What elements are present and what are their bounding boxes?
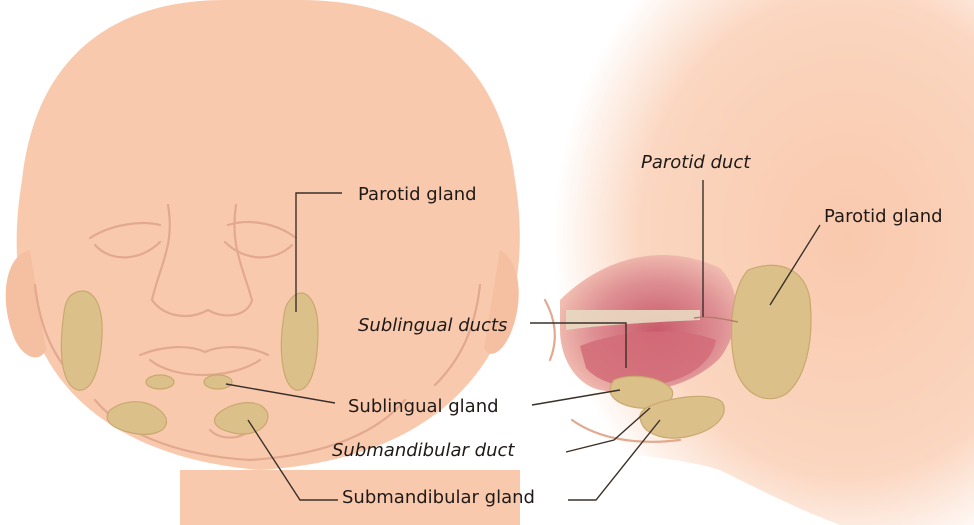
side-parotid-duct-label: Parotid duct bbox=[641, 152, 751, 173]
front-parotid-gland-label: Parotid gland bbox=[358, 184, 477, 205]
side-view-head bbox=[522, 0, 974, 525]
front-parotid-gland-right bbox=[281, 293, 318, 390]
side-parotid-gland-label: Parotid gland bbox=[824, 206, 943, 227]
front-sublingual-gland-label: Sublingual gland bbox=[348, 396, 499, 417]
front-sublingual-gland-left bbox=[146, 375, 174, 389]
side-submandibular-duct-label: Submandibular duct bbox=[332, 440, 515, 461]
side-sublingual-ducts-label: Sublingual ducts bbox=[358, 315, 507, 336]
front-submandibular-gland-label: Submandibular gland bbox=[342, 487, 535, 508]
side-parotid-gland bbox=[732, 265, 811, 398]
front-sublingual-gland-right bbox=[204, 375, 232, 389]
